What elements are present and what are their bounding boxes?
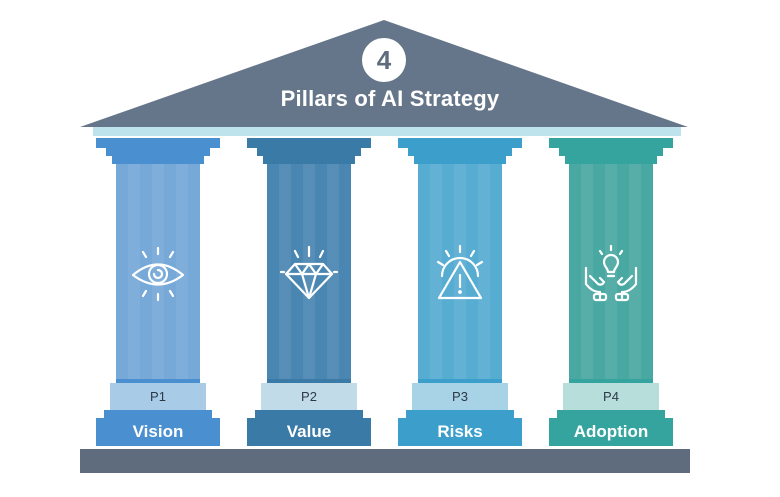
pillar-value: P2 Value <box>247 138 371 450</box>
pillar-count: 4 <box>376 44 392 75</box>
pillar-plinth <box>406 410 514 418</box>
pillar-capital-middle <box>257 148 361 156</box>
roof-beam <box>93 127 681 136</box>
pillar-capital <box>398 138 522 148</box>
pillar-risks: P3 Risks <box>398 138 522 450</box>
pillar-plinth <box>557 410 665 418</box>
pillar-label: P4 <box>563 383 659 410</box>
pillar-label: P3 <box>412 383 508 410</box>
pillar-capital <box>96 138 220 148</box>
pillar-name: Risks <box>398 418 522 446</box>
pillar-shaft-base <box>418 379 502 383</box>
pillar-vision: P1 Vision <box>96 138 220 450</box>
pillar-capital-lower <box>263 156 355 164</box>
pillar-plinth <box>104 410 212 418</box>
pillar-capital-middle <box>408 148 512 156</box>
pillar-capital-middle <box>106 148 210 156</box>
hands-lightbulb-icon <box>584 244 638 302</box>
pillar-name: Vision <box>96 418 220 446</box>
pillar-adoption: P4 Adoption <box>549 138 673 450</box>
pillar-label: P2 <box>261 383 357 410</box>
pillar-capital-lower <box>414 156 506 164</box>
pillar-label: P1 <box>110 383 206 410</box>
diamond-icon <box>279 245 339 300</box>
pillar-capital <box>549 138 673 148</box>
warning-gear-icon <box>436 244 484 300</box>
pillar-shaft-base <box>116 379 200 383</box>
page-title: Pillars of AI Strategy <box>280 86 500 111</box>
pillar-shaft-base <box>569 379 653 383</box>
pillar-name: Adoption <box>549 418 673 446</box>
pillar-capital <box>247 138 371 148</box>
pillar-capital-lower <box>565 156 657 164</box>
pillar-name: Value <box>247 418 371 446</box>
pillar-capital-lower <box>112 156 204 164</box>
temple-base <box>80 449 690 473</box>
pillar-count-badge: 4 <box>362 38 406 82</box>
pillar-plinth <box>255 410 363 418</box>
pillar-shaft-base <box>267 379 351 383</box>
pillar-shaft <box>116 164 200 379</box>
pillar-capital-middle <box>559 148 663 156</box>
pillar-shaft <box>418 164 502 379</box>
eye-icon <box>131 246 185 302</box>
